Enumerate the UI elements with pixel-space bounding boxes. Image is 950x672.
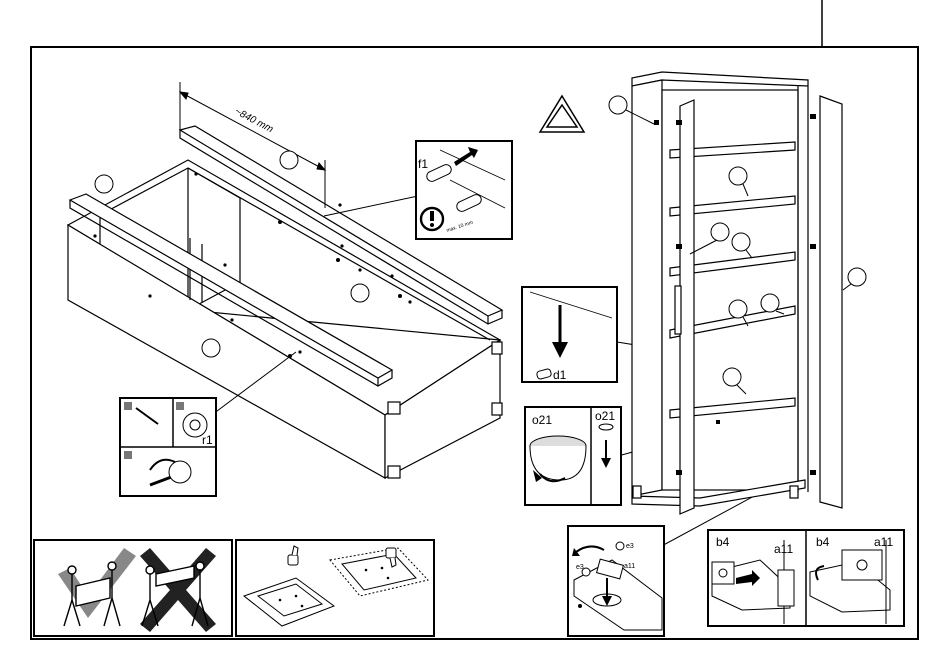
panel-hinge-adjust: b4 a11 b4 a11: [708, 530, 904, 626]
panel-carry-instruction: [34, 540, 232, 636]
label-e3-b: e3: [576, 564, 584, 571]
detail-o21: o21 o21: [525, 407, 621, 505]
detail-f1: f1 max. 10 mm: [416, 141, 512, 239]
cabinet-drawing: [632, 72, 842, 514]
triangle-icon: [540, 96, 584, 132]
detail-d1: d1: [522, 287, 617, 382]
label-f1: f1: [418, 157, 428, 171]
label-b4-a: b4: [716, 535, 730, 549]
label-o21-a: o21: [532, 413, 552, 427]
label-o21-b: o21: [595, 409, 615, 423]
label-r1: r1: [202, 433, 213, 447]
panel-e3-a11: e3 e3 a11: [568, 526, 664, 636]
label-a11-small: a11: [624, 563, 635, 570]
label-b4-b: b4: [816, 535, 830, 549]
label-a11-b: a11: [874, 535, 893, 549]
panel-floor-instruction: [236, 540, 434, 636]
label-a11-a: a11: [774, 542, 793, 556]
dimension-label: ~840 mm: [233, 106, 275, 135]
label-e3-a: e3: [626, 543, 634, 550]
label-d1: d1: [553, 368, 567, 382]
detail-r1: r1: [120, 398, 216, 496]
